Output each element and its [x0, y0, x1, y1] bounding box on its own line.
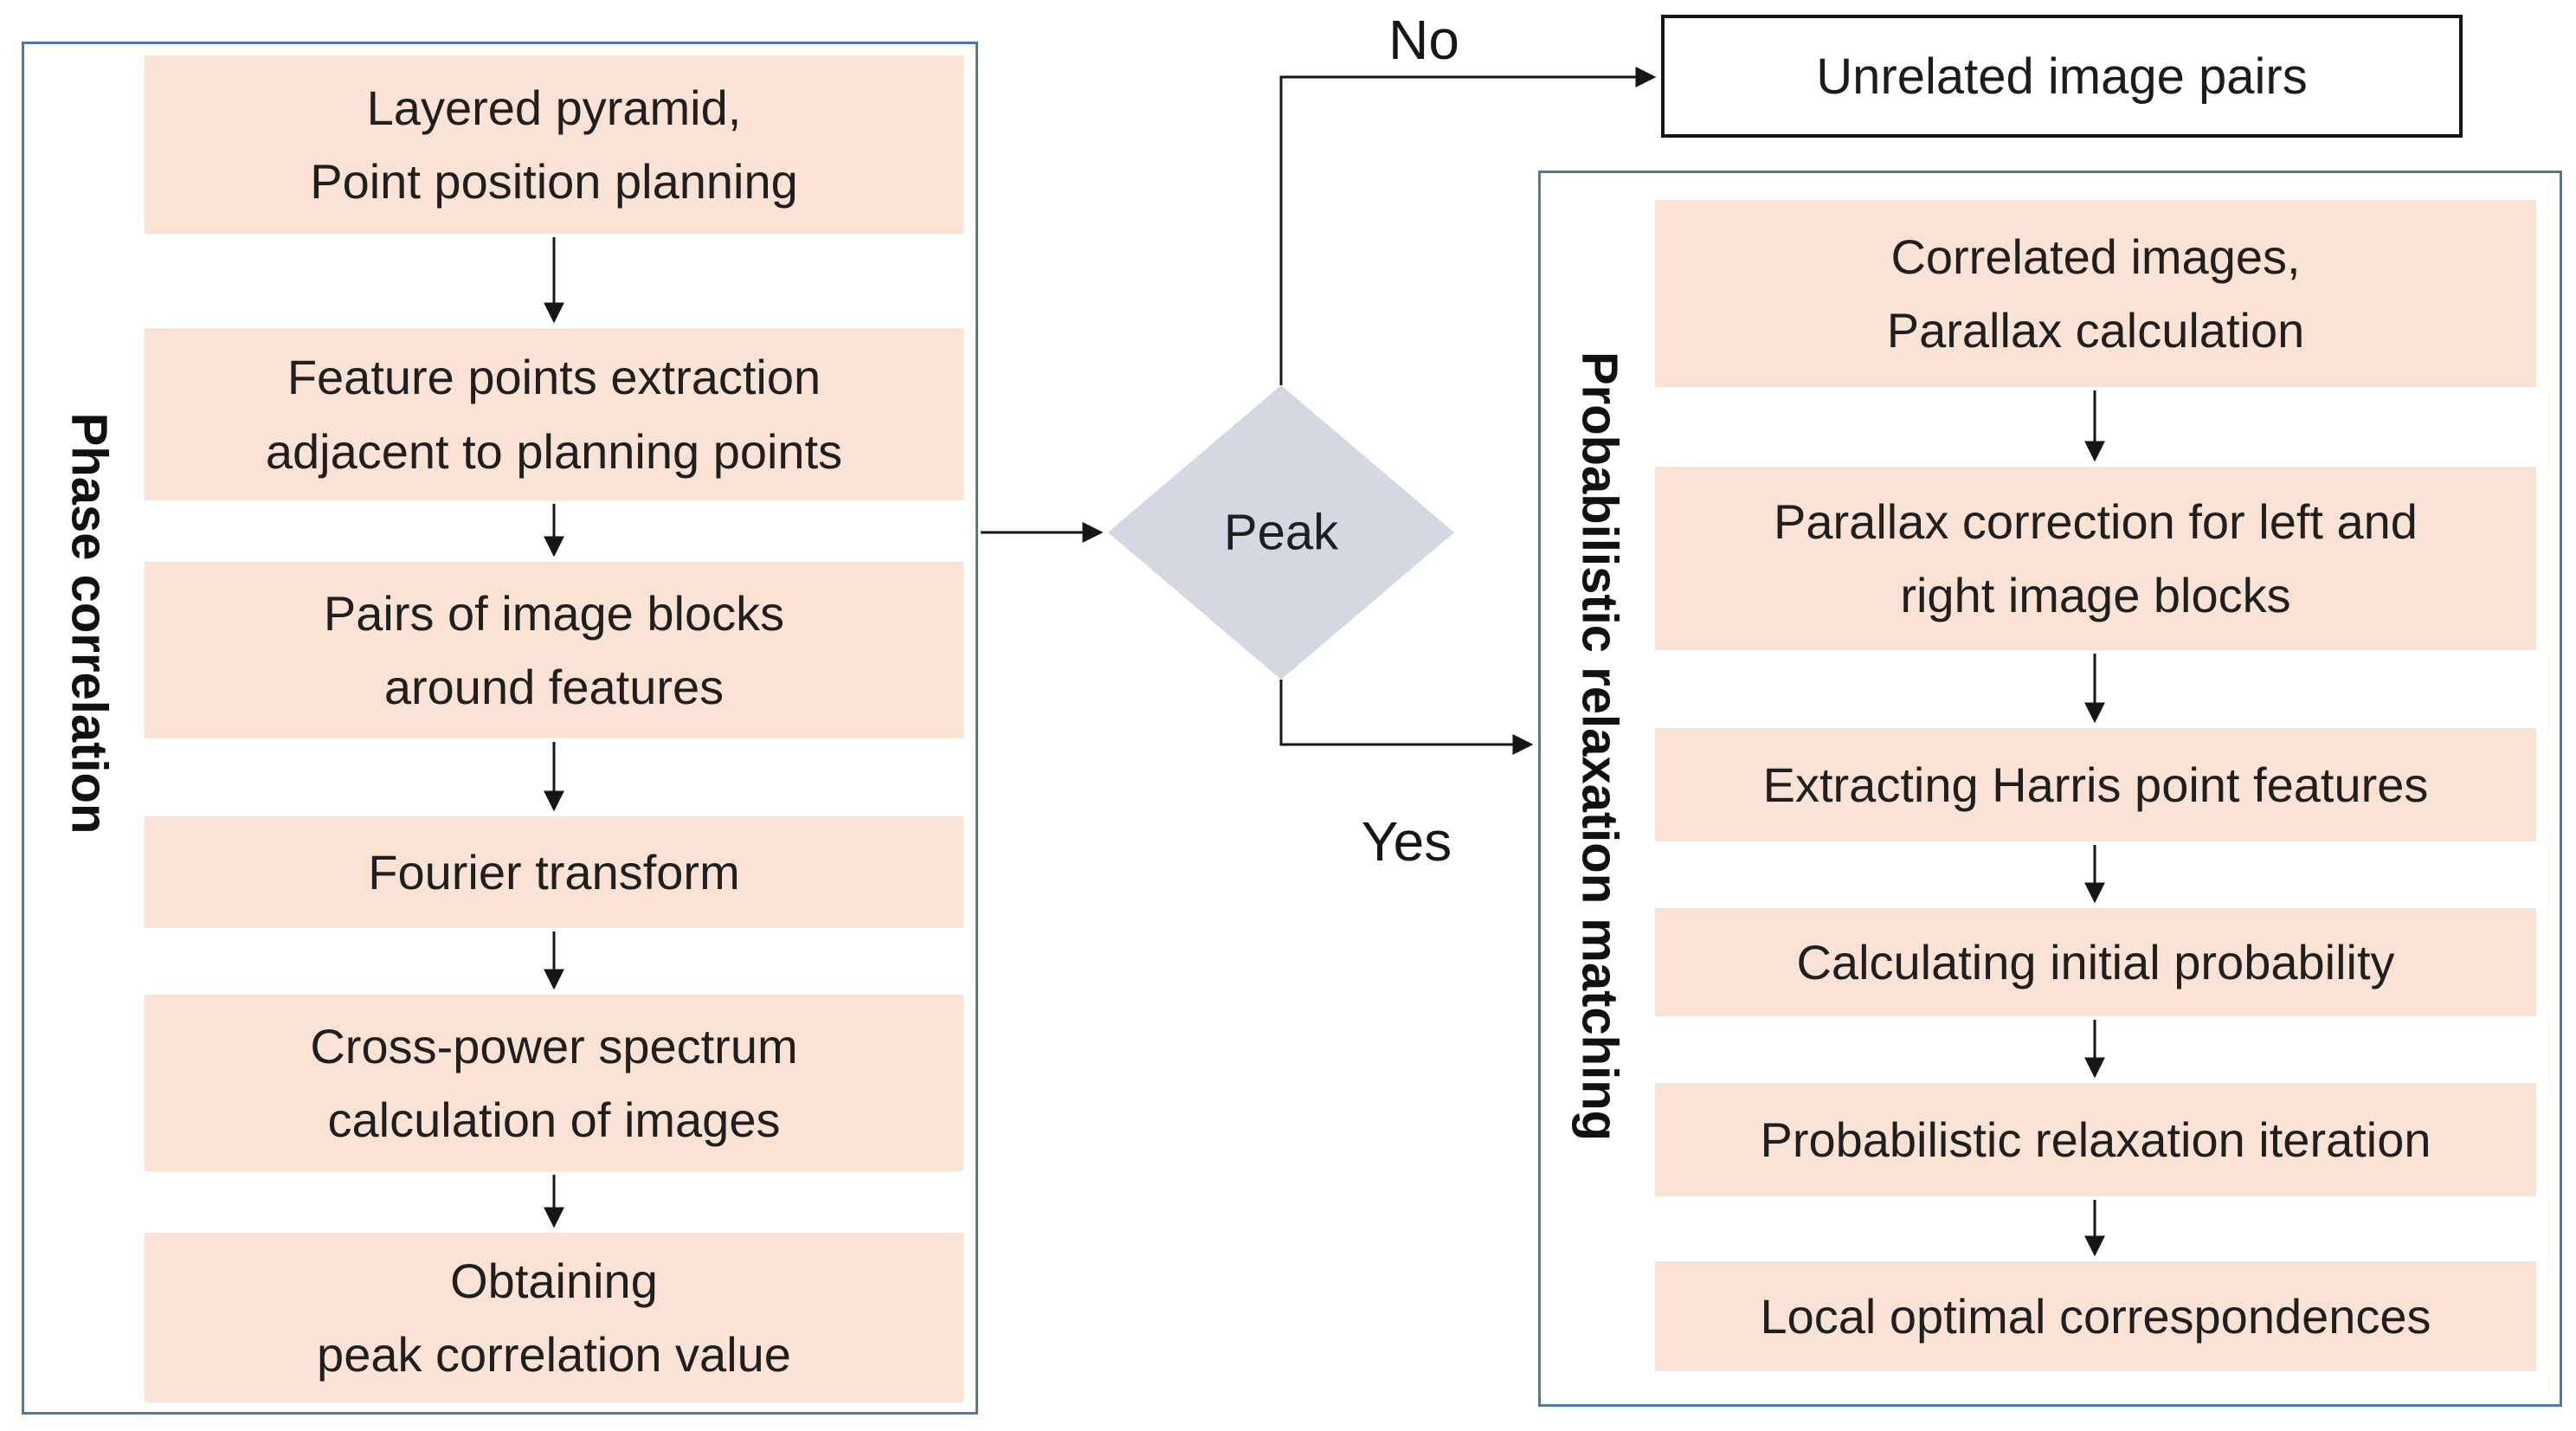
probabilistic-relaxation-label: Probabilistic relaxation matching: [1571, 351, 1628, 1142]
yes-branch-arrow: [1279, 680, 1534, 755]
step-correlated-images: Correlated images, Parallax calculation: [1655, 200, 2536, 387]
probabilistic-relaxation-panel: [1538, 171, 2562, 1407]
phase-correlation-label: Phase correlation: [61, 412, 118, 835]
step-calculating-initial-probability: Calculating initial probability: [1655, 908, 2536, 1016]
step-fourier-transform: Fourier transform: [145, 816, 963, 928]
unrelated-image-pairs-box: Unrelated image pairs: [1661, 15, 2463, 138]
no-edge-label: No: [1388, 9, 1459, 71]
phase-correlation-panel: [22, 42, 978, 1415]
step-peak-correlation-value: Obtaining peak correlation value: [145, 1233, 963, 1402]
step-parallax-correction: Parallax correction for left and right i…: [1655, 467, 2536, 650]
yes-edge-label: Yes: [1361, 810, 1452, 873]
step-extracting-harris-points: Extracting Harris point features: [1655, 728, 2536, 841]
step-cross-power-spectrum: Cross-power spectrum calculation of imag…: [145, 995, 963, 1171]
step-feature-points-extraction: Feature points extraction adjacent to pl…: [145, 328, 963, 500]
peak-decision-label: Peak: [1223, 504, 1339, 561]
step-pairs-of-image-blocks: Pairs of image blocks around features: [145, 562, 963, 738]
step-local-optimal-correspondences: Local optimal correspondences: [1655, 1261, 2536, 1371]
step-layered-pyramid: Layered pyramid, Point position planning: [145, 55, 963, 234]
step-probabilistic-relaxation-iteration: Probabilistic relaxation iteration: [1655, 1083, 2536, 1196]
